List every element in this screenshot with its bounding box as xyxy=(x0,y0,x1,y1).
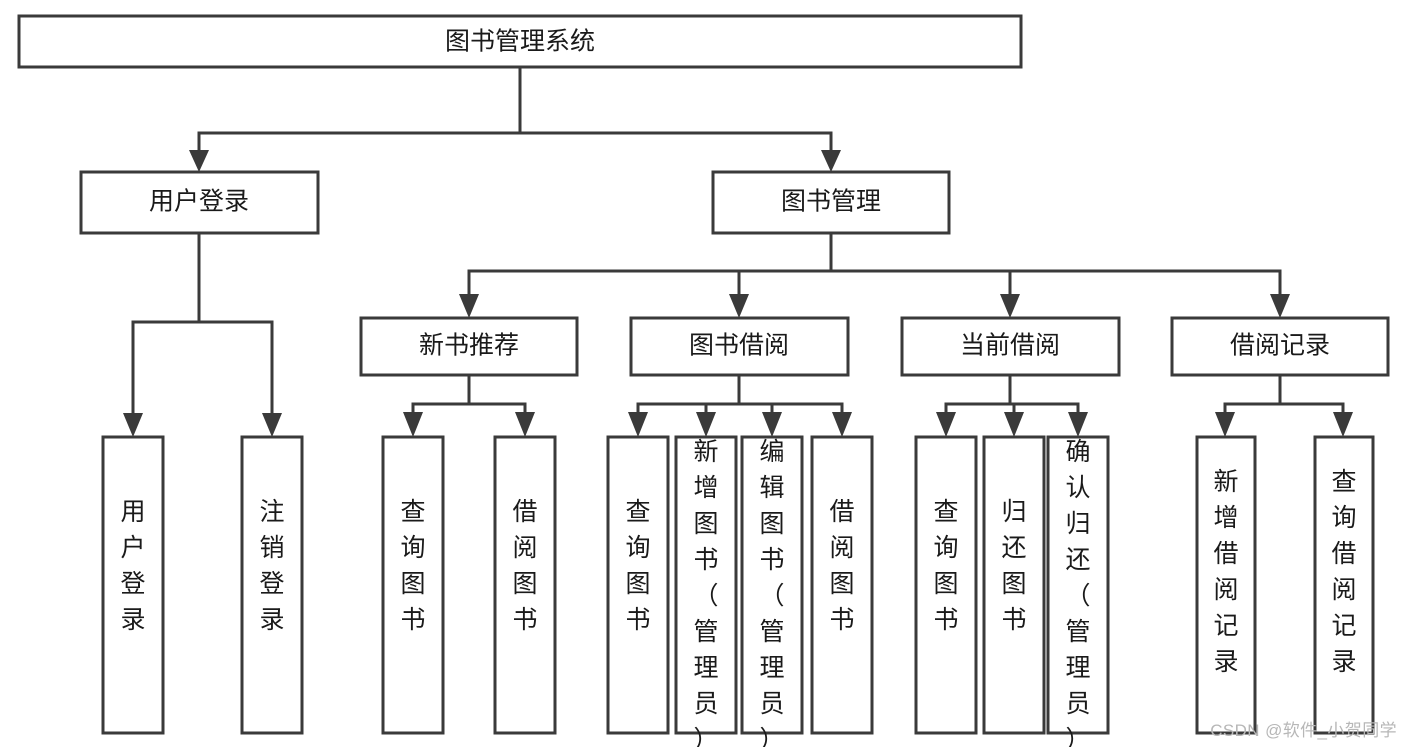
leaf-borrow-record-2[interactable]: 查询借阅记录 xyxy=(1313,435,1375,735)
arrowhead-leaf-borrow-record-1 xyxy=(1215,412,1235,437)
node-root-label: 图书管理系统 xyxy=(445,28,595,56)
leaf-current-borrow-3-label: 确认归还（管理员） xyxy=(1065,438,1090,747)
leaf-current-borrow-1-label: 查询图书 xyxy=(933,498,958,634)
leaf-current-borrow-1[interactable]: 查询图书 xyxy=(914,435,978,735)
node-book-manage-box[interactable] xyxy=(711,170,951,235)
leaf-book-borrow-4[interactable]: 借阅图书 xyxy=(810,435,874,735)
node-root-box[interactable] xyxy=(17,14,1023,69)
node-new-book-recommend-box[interactable] xyxy=(359,316,579,377)
leaf-user-login-2[interactable]: 注销登录 xyxy=(240,435,304,735)
node-borrow-record[interactable]: 借阅记录 xyxy=(1170,316,1390,377)
leaf-borrow-record-1-label: 新增借阅记录 xyxy=(1213,468,1238,676)
arrowhead-new-book xyxy=(459,294,479,318)
leaf-new-book-2-box[interactable] xyxy=(493,435,557,735)
leaf-book-borrow-1[interactable]: 查询图书 xyxy=(606,435,670,735)
leaf-new-book-2-label: 借阅图书 xyxy=(512,498,537,634)
arrowhead-leaf-book-borrow-2 xyxy=(696,412,716,437)
arrowhead-borrow-record xyxy=(1270,294,1290,318)
leaf-book-borrow-4-label: 借阅图书 xyxy=(829,498,854,634)
leaf-current-borrow-1-box[interactable] xyxy=(914,435,978,735)
leaf-book-borrow-4-box[interactable] xyxy=(810,435,874,735)
node-book-borrow-label: 图书借阅 xyxy=(689,332,789,360)
node-root[interactable]: 图书管理系统 xyxy=(17,14,1023,69)
node-book-manage-label: 图书管理 xyxy=(781,188,881,216)
node-current-borrow[interactable]: 当前借阅 xyxy=(900,316,1121,377)
leaf-user-login-1-label: 用户登录 xyxy=(120,498,145,634)
arrowhead-leaf-borrow-record-2 xyxy=(1333,412,1353,437)
leaf-book-borrow-2-label: 新增图书（管理员） xyxy=(693,438,718,747)
leaf-borrow-record-1-box[interactable] xyxy=(1195,435,1257,735)
arrowhead-leaf-book-borrow-4 xyxy=(832,412,852,437)
leaf-user-login-1-box[interactable] xyxy=(101,435,165,735)
node-book-borrow-box[interactable] xyxy=(629,316,850,377)
leaf-borrow-record-1[interactable]: 新增借阅记录 xyxy=(1195,435,1257,735)
arrowhead-current-borrow xyxy=(1000,294,1020,318)
leaf-new-book-2[interactable]: 借阅图书 xyxy=(493,435,557,735)
arrowhead-book-manage xyxy=(821,150,841,172)
leaf-book-borrow-1-box[interactable] xyxy=(606,435,670,735)
leaf-user-login-2-box[interactable] xyxy=(240,435,304,735)
node-current-borrow-box[interactable] xyxy=(900,316,1121,377)
node-borrow-record-label: 借阅记录 xyxy=(1230,332,1330,360)
node-borrow-record-box[interactable] xyxy=(1170,316,1390,377)
arrowhead-leaf-book-borrow-1 xyxy=(628,412,648,437)
arrowhead-user-login xyxy=(189,150,209,172)
arrowhead-leaf-new-book-1 xyxy=(403,412,423,437)
node-current-borrow-label: 当前借阅 xyxy=(960,332,1060,360)
arrowhead-leaf-new-book-2 xyxy=(515,412,535,437)
leaf-current-borrow-3-box[interactable] xyxy=(1046,435,1110,735)
csdn-watermark: CSDN @软件_小贺同学 xyxy=(1210,721,1397,740)
leaf-new-book-1-box[interactable] xyxy=(381,435,445,735)
leaf-book-borrow-3-label: 编辑图书（管理员） xyxy=(759,438,784,747)
leaf-borrow-record-2-box[interactable] xyxy=(1313,435,1375,735)
arrowhead-leaf-user-login-2 xyxy=(262,413,282,437)
leaf-book-borrow-3-box[interactable] xyxy=(740,435,804,735)
leaf-book-borrow-1-label: 查询图书 xyxy=(625,498,650,634)
leaf-book-borrow-2-box[interactable] xyxy=(674,435,738,735)
leaf-borrow-record-2-label: 查询借阅记录 xyxy=(1331,468,1356,676)
leaf-new-book-1[interactable]: 查询图书 xyxy=(381,435,445,735)
arrowhead-leaf-book-borrow-3 xyxy=(762,412,782,437)
node-new-book-recommend-label: 新书推荐 xyxy=(419,332,519,360)
node-user-login-label: 用户登录 xyxy=(149,188,249,216)
leaf-current-borrow-3[interactable]: 确认归还（管理员） xyxy=(1046,435,1110,747)
node-book-manage[interactable]: 图书管理 xyxy=(711,170,951,235)
connector-layer xyxy=(123,66,1353,437)
node-new-book-recommend[interactable]: 新书推荐 xyxy=(359,316,579,377)
leaf-current-borrow-2[interactable]: 归还图书 xyxy=(982,435,1046,735)
arrowhead-book-borrow xyxy=(729,294,749,318)
leaf-user-login-1[interactable]: 用户登录 xyxy=(101,435,165,735)
node-user-login-box[interactable] xyxy=(79,170,320,235)
leaf-user-login-2-label: 注销登录 xyxy=(259,498,284,634)
arrowhead-leaf-user-login-1 xyxy=(123,413,143,437)
node-user-login[interactable]: 用户登录 xyxy=(79,170,320,235)
arrowhead-leaf-current-borrow-1 xyxy=(936,412,956,437)
arrowhead-leaf-current-borrow-3 xyxy=(1068,412,1088,437)
arrowhead-leaf-current-borrow-2 xyxy=(1004,412,1024,437)
leaf-current-borrow-2-label: 归还图书 xyxy=(1001,498,1026,634)
leaf-book-borrow-3[interactable]: 编辑图书（管理员） xyxy=(740,435,804,747)
leaf-book-borrow-2[interactable]: 新增图书（管理员） xyxy=(674,435,738,747)
node-book-borrow[interactable]: 图书借阅 xyxy=(629,316,850,377)
leaf-current-borrow-2-box[interactable] xyxy=(982,435,1046,735)
leaf-new-book-1-label: 查询图书 xyxy=(400,498,425,634)
